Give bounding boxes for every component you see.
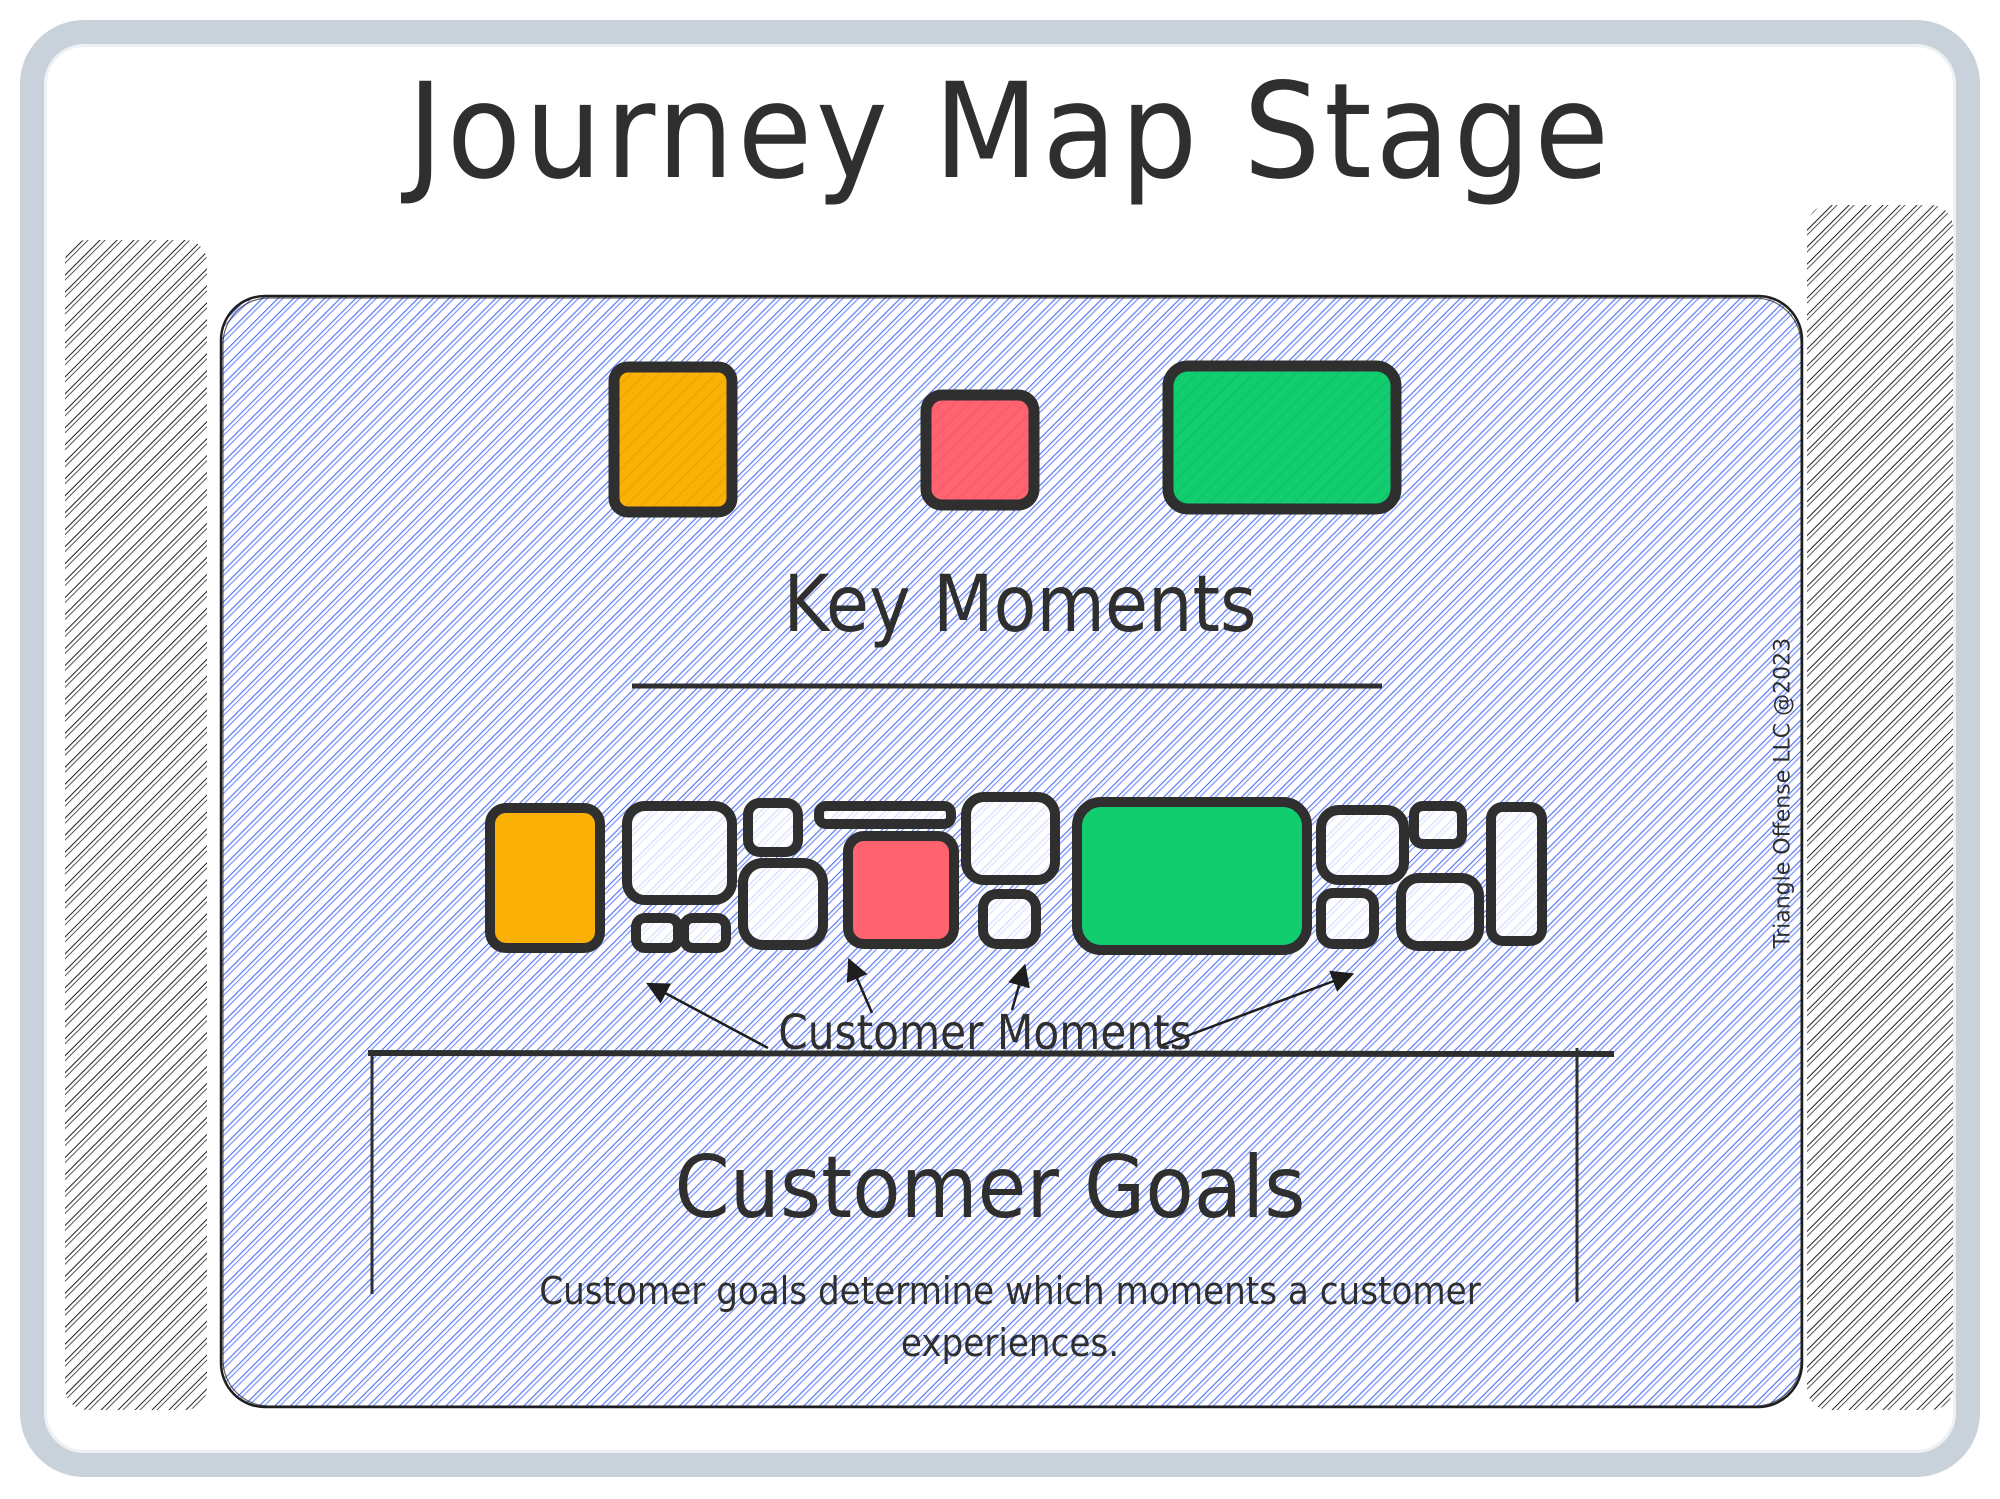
right-hatched-panel bbox=[1807, 205, 1953, 1410]
customer-moments-row bbox=[485, 792, 1547, 955]
copyright-credit: Triangle Offense LLC @2023 bbox=[1770, 637, 1796, 949]
key-moments-label: Key Moments bbox=[783, 560, 1257, 650]
key-moment-card-yellow bbox=[608, 361, 738, 518]
customer-goals-description: Customer goals determine which moments a… bbox=[539, 1269, 1481, 1365]
key-moment-card-green bbox=[1162, 360, 1402, 515]
customer-moments-label: Customer Moments bbox=[778, 1005, 1192, 1061]
left-hatched-panel bbox=[65, 240, 207, 1410]
customer-goals-bracket bbox=[367, 1048, 1615, 1302]
customer-goals-label: Customer Goals bbox=[674, 1138, 1306, 1238]
key-moment-card-red bbox=[920, 389, 1040, 511]
customer-moments-arrows bbox=[646, 957, 1355, 1050]
page-title: Journey Map Stage bbox=[407, 55, 1613, 209]
